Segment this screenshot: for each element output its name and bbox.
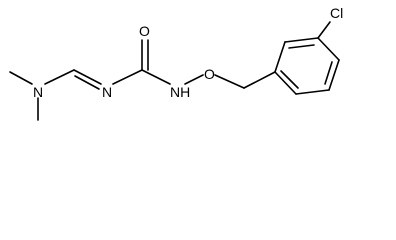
atom-nh-amide: NH [170, 84, 190, 100]
ring-bond-6 [274, 71, 297, 95]
bonds [9, 21, 340, 121]
bond-o-to-ch2 [214, 74, 245, 89]
ring-bond-2 [284, 37, 319, 43]
ring-inner-double-3 [280, 70, 299, 89]
atom-cl: Cl [330, 5, 343, 21]
atom-o-ether: O [204, 66, 215, 82]
atom-n-imine: N [102, 84, 112, 100]
atom-n-dimethylamino: N [33, 84, 43, 100]
ring-bond-5 [295, 89, 330, 95]
ring-bond-3 [317, 37, 340, 61]
atom-labels: O N N NH O Cl [33, 5, 343, 100]
bond-nh-to-o [184, 74, 204, 85]
ring-inner-double-1 [288, 44, 315, 49]
bond-n-to-carbonyl [112, 69, 143, 85]
bond-ch-n-double-2 [74, 75, 100, 90]
ring-bond-4 [328, 59, 340, 91]
bond-ch-n-double-1 [73, 69, 102, 85]
ring-inner-double-2 [324, 61, 333, 85]
structure-canvas: O N N NH O Cl [9, 5, 343, 121]
bond-n-to-ch [44, 69, 75, 85]
bond-methyl-upper [9, 71, 33, 85]
ring-bond-1 [274, 41, 286, 73]
bond-carbonyl-to-nh [141, 69, 171, 85]
bond-ring-to-cl [317, 21, 331, 39]
atom-o-carbonyl: O [139, 23, 150, 39]
bond-ch2-to-ring [243, 71, 276, 89]
chemical-structure-diagram: O N N NH O Cl [9, 5, 343, 121]
